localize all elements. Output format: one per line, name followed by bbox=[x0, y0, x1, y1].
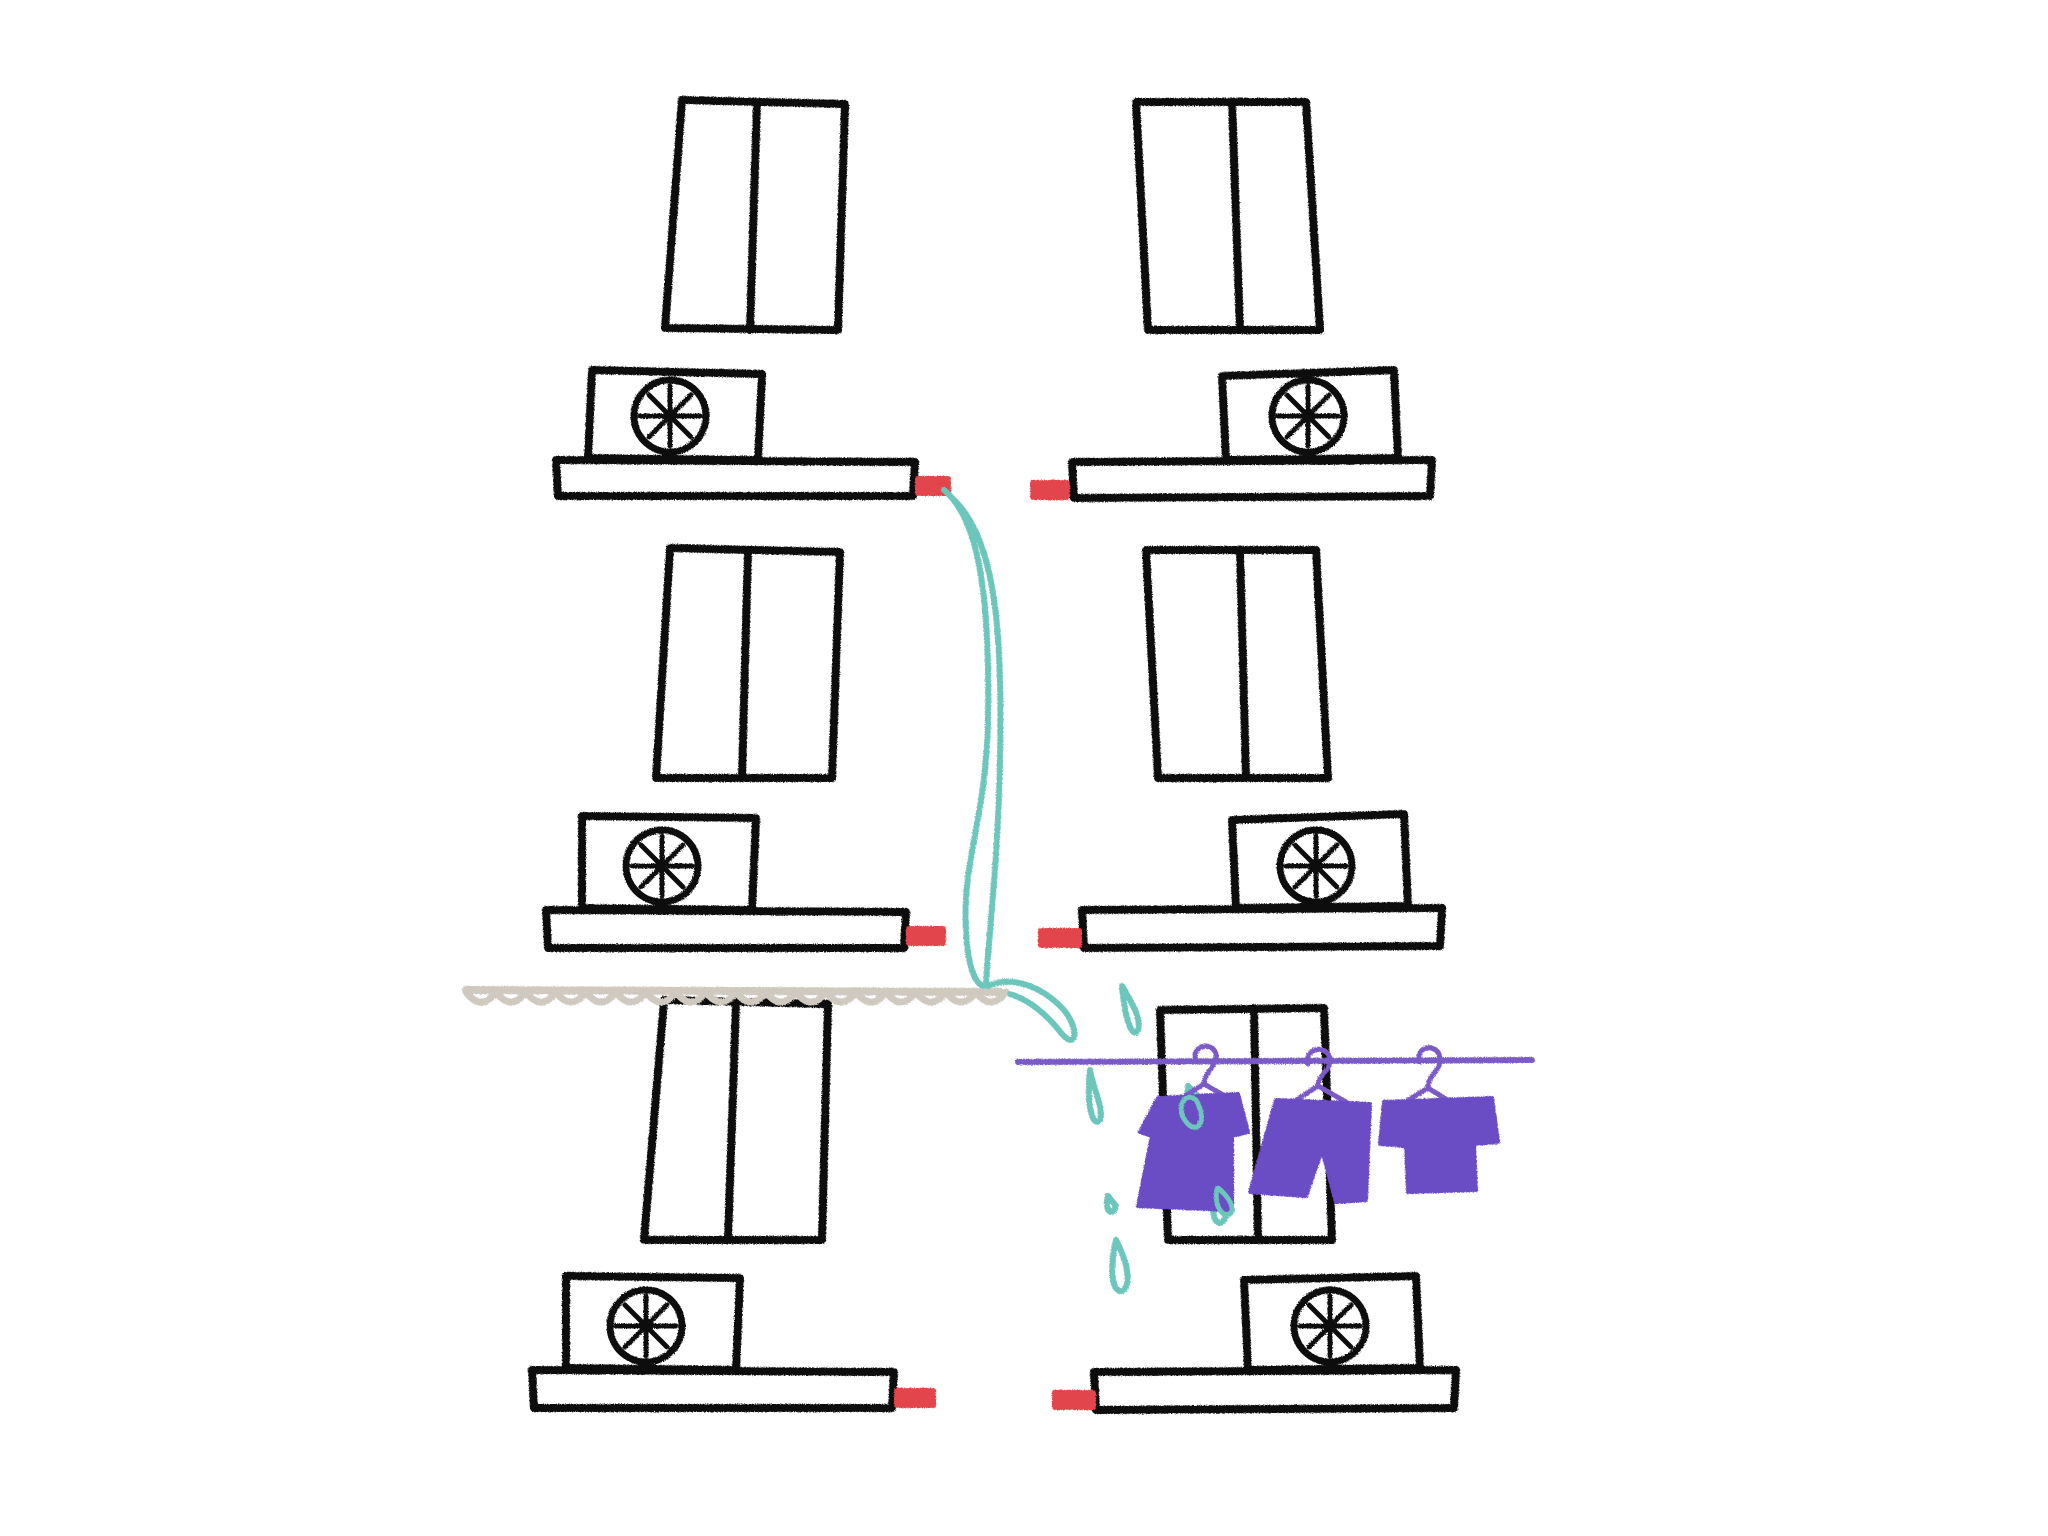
drain-valve-icon bbox=[1038, 928, 1082, 948]
ac-unit bbox=[578, 812, 760, 914]
drain-valve-icon bbox=[1052, 1390, 1096, 1410]
ledge bbox=[552, 456, 919, 500]
laundry-item-shorts bbox=[1248, 1098, 1372, 1204]
window bbox=[652, 544, 844, 782]
awning bbox=[462, 986, 1010, 1006]
ac-unit bbox=[1218, 366, 1402, 464]
laundry bbox=[1015, 1043, 1535, 1218]
ledge bbox=[1068, 456, 1436, 502]
ac-unit bbox=[584, 366, 766, 464]
right-unit-1 bbox=[1030, 98, 1436, 502]
water-drop-icon bbox=[1109, 1237, 1131, 1294]
water-drop-icon bbox=[1119, 983, 1142, 1036]
laundry-item-tshirt bbox=[1378, 1096, 1500, 1194]
window bbox=[1142, 546, 1332, 782]
fan-icon bbox=[626, 830, 698, 902]
hanger-icon bbox=[1399, 1045, 1457, 1107]
fan-icon bbox=[634, 380, 706, 452]
laundry-item-shirt bbox=[1136, 1092, 1250, 1212]
ac-unit bbox=[1240, 1272, 1424, 1374]
window bbox=[640, 996, 832, 1244]
ledge bbox=[1078, 904, 1446, 952]
left-unit-3 bbox=[528, 996, 936, 1412]
ledge bbox=[542, 906, 910, 952]
fan-icon bbox=[610, 1290, 682, 1362]
drain-valve-icon bbox=[1030, 480, 1070, 500]
ledge bbox=[1090, 1366, 1460, 1414]
left-unit-1 bbox=[552, 96, 951, 500]
water-drop-icon bbox=[1104, 1193, 1119, 1215]
hanger-icon bbox=[1287, 1047, 1349, 1107]
drain-valve-icon bbox=[894, 1388, 936, 1408]
ac-unit bbox=[1228, 810, 1412, 912]
drain-valve-icon bbox=[906, 926, 946, 946]
right-unit-2 bbox=[1038, 546, 1446, 952]
fan-icon bbox=[1294, 1290, 1366, 1362]
ledge bbox=[528, 1366, 898, 1412]
window bbox=[661, 96, 849, 334]
ac-unit bbox=[562, 1272, 744, 1374]
laundry-line bbox=[1015, 1057, 1535, 1065]
left-unit-2 bbox=[542, 544, 946, 952]
window bbox=[1132, 98, 1324, 334]
water-drop-icon bbox=[1085, 1067, 1104, 1125]
fan-icon bbox=[1280, 830, 1352, 902]
fan-icon bbox=[1272, 380, 1344, 452]
